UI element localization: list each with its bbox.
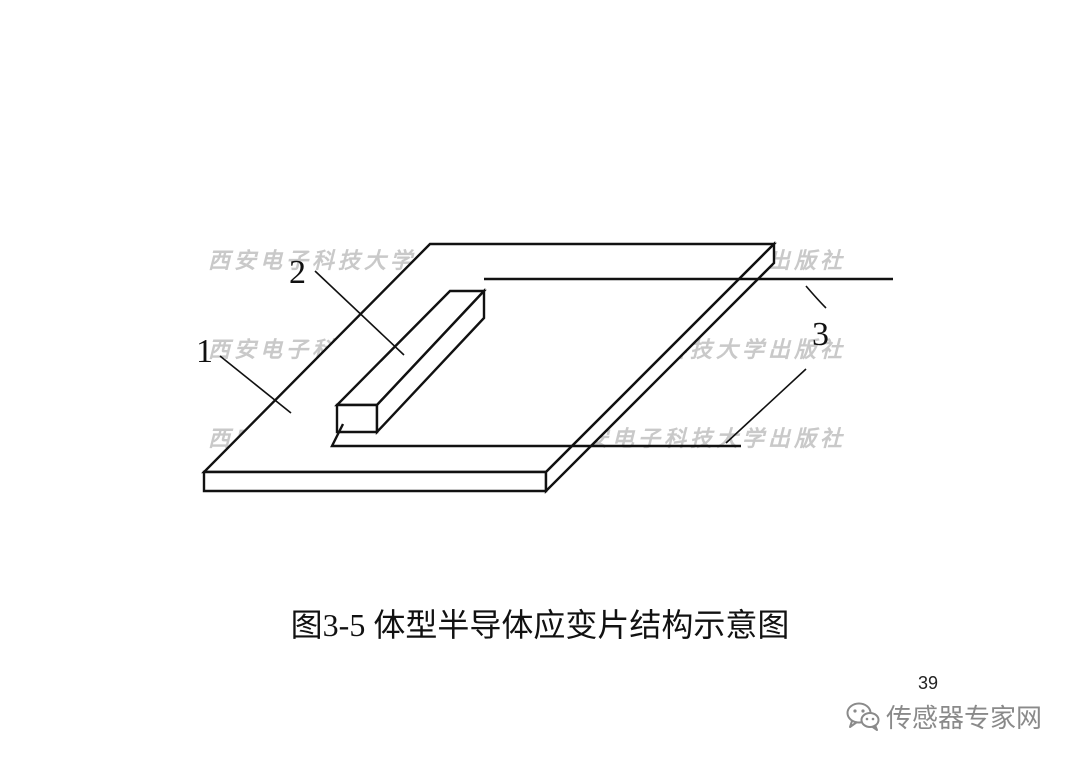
label-leads: 3 <box>812 316 829 353</box>
wechat-icon <box>846 702 880 731</box>
strain-gauge-diagram: 西安电子科技大学出版社 西安电子科技大学出版社 西安电子科技大学出版社 西安电子… <box>196 241 893 494</box>
substrate-front-face <box>202 470 548 493</box>
page-number: 39 <box>918 673 939 693</box>
label-substrate: 1 <box>196 333 213 370</box>
callout-line-1 <box>219 355 292 414</box>
brand: 传感器专家网 <box>846 698 1042 734</box>
substrate-side-face <box>544 241 776 494</box>
figure-caption: 图3-5 体型半导体应变片结构示意图 <box>290 607 790 643</box>
silicon-bar-front-face <box>335 403 379 434</box>
callout-line-3-lower <box>725 368 807 444</box>
callout-line-2 <box>314 270 405 356</box>
callout-line-3-upper <box>805 285 827 309</box>
lead-wire-lower <box>330 423 741 448</box>
brand-name: 传感器专家网 <box>886 703 1043 734</box>
silicon-bar-side-face <box>375 287 486 436</box>
label-silicon-bar: 2 <box>289 254 306 291</box>
